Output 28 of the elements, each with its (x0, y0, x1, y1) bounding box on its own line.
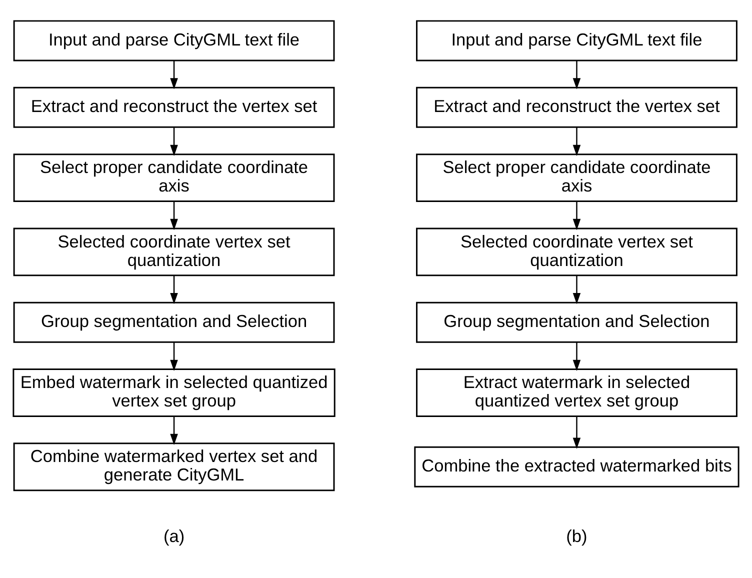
arrow (572, 342, 581, 371)
node-box: Input and parse CityGML text file (13, 20, 335, 62)
node-box: Input and parse CityGML text file (416, 20, 738, 62)
label: (b) (566, 526, 588, 546)
arrow (170, 127, 178, 156)
node-box: Select proper candidate coordinate axis (13, 154, 335, 202)
node-box: Extract and reconstruct the vertex set (13, 86, 335, 128)
node-box: Selected coordinate vertex set quantization (13, 228, 335, 276)
arrow (572, 416, 581, 449)
arrow (170, 201, 178, 230)
label: (a) (163, 526, 185, 546)
node-box: Extract and reconstruct the vertex set (416, 86, 738, 128)
arrow (170, 60, 178, 90)
node-box: Group segmentation and Selection (13, 302, 335, 343)
arrow (572, 275, 581, 304)
arrow (170, 275, 178, 304)
node-box: Selected coordinate vertex set quantization (416, 228, 738, 276)
node-box: Combine watermarked vertex set and generate CityGML (13, 442, 335, 492)
arrow (572, 127, 581, 156)
node-box: Select proper candidate coordinate axis (416, 154, 738, 202)
arrow (572, 201, 581, 230)
arrow (170, 416, 178, 445)
node-box: Combine the extracted watermarked bits (414, 446, 740, 488)
node-box: Extract watermark in selected quantized vertex set group (416, 368, 738, 417)
node-box: Embed watermark in selected quantized vertex set group (12, 368, 336, 417)
node-box: Group segmentation and Selection (416, 302, 738, 343)
arrow (170, 342, 178, 371)
arrow (572, 60, 581, 90)
